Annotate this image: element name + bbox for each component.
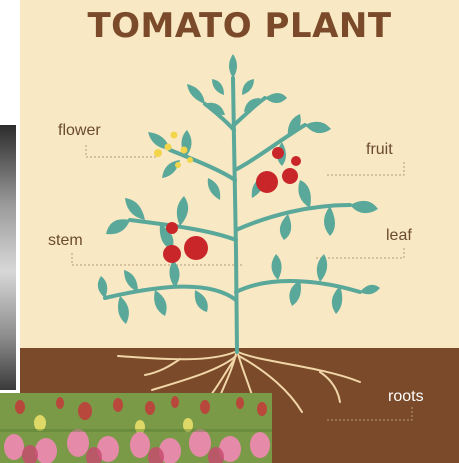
label-flower: flower <box>58 122 101 140</box>
diagram-title: TOMATO PLANT <box>20 6 459 46</box>
tulip-field <box>0 393 272 463</box>
tulip-field-photo <box>0 393 272 463</box>
label-stem: stem <box>48 232 83 250</box>
label-leaf: leaf <box>386 227 412 245</box>
background-jar-photo <box>0 125 16 390</box>
leaves <box>98 54 380 324</box>
label-roots: roots <box>388 388 424 406</box>
label-fruit: fruit <box>366 141 393 159</box>
